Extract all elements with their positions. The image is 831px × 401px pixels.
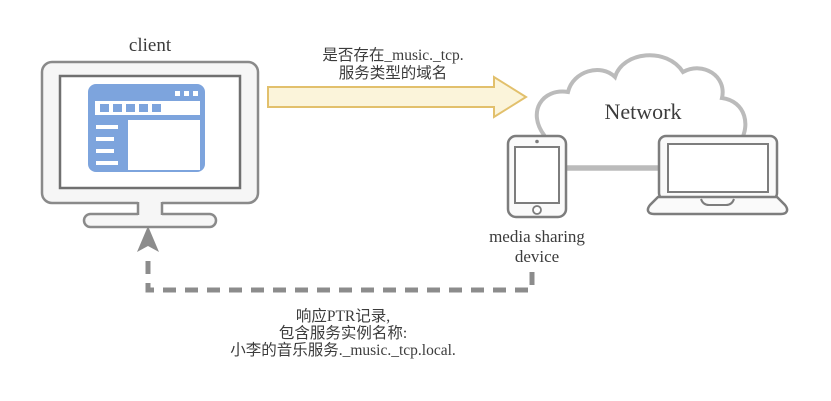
tablet-camera-icon <box>535 139 539 144</box>
media-device-label-line2: device <box>514 247 560 266</box>
laptop-icon <box>646 134 789 216</box>
query-text-line1: 是否存在_music._tcp. <box>322 47 464 64</box>
tablet-icon <box>506 134 568 219</box>
laptop-notch-icon <box>700 198 735 206</box>
browser-window-icon <box>88 84 205 172</box>
response-text-line1: 响应PTR记录, <box>295 308 391 325</box>
response-dashed-arrow-icon <box>137 226 535 293</box>
media-device-label-line1: media sharing <box>489 227 585 246</box>
response-text-line3: 小李的音乐服务._music._tcp.local. <box>230 342 456 359</box>
client-label: client <box>128 35 172 56</box>
query-arrow-icon <box>267 75 528 119</box>
network-label: Network <box>604 99 682 124</box>
cloud-icon <box>534 53 748 149</box>
tablet-home-button-icon <box>532 205 542 215</box>
monitor-icon <box>40 60 260 229</box>
arrowhead-up-icon <box>137 226 159 252</box>
query-text-line2: 服务类型的域名 <box>338 65 448 82</box>
response-text-line2: 包含服务实例名称: <box>278 325 408 342</box>
